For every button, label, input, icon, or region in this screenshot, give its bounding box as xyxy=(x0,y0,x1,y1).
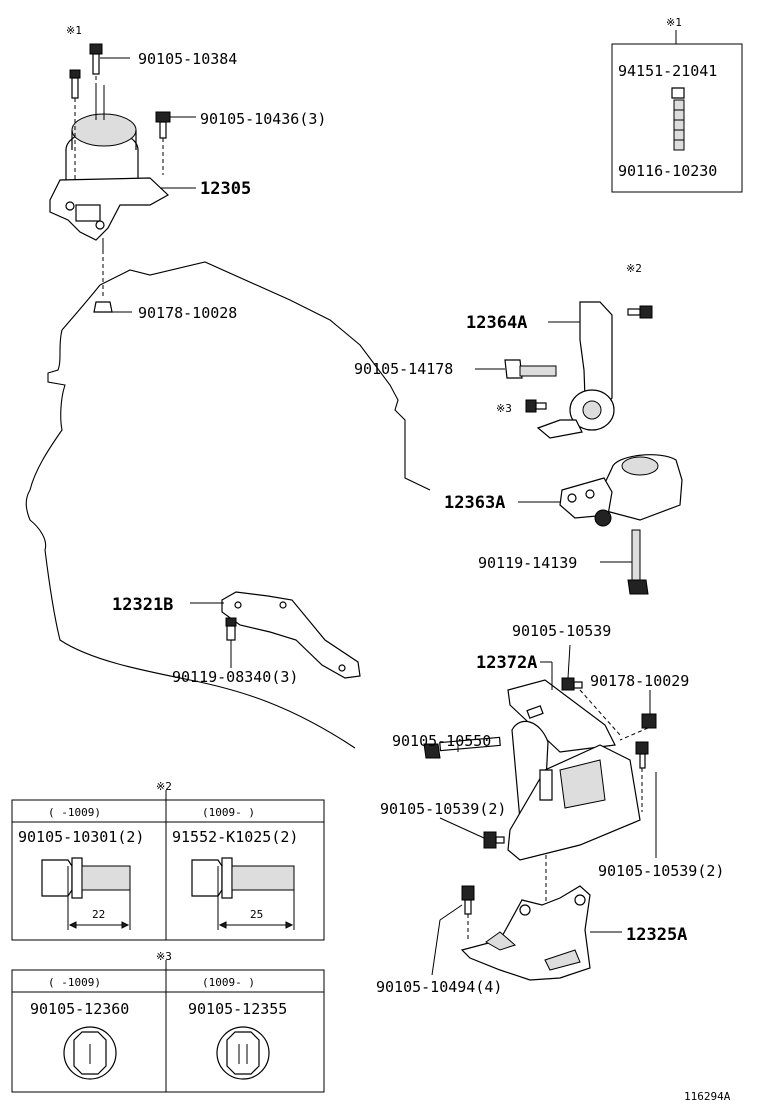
table-m3 xyxy=(11,960,325,1093)
label-90105-10539-top: 90105-10539 xyxy=(512,622,611,640)
mount-12305-illustration xyxy=(49,85,170,250)
label-90105-10539-2b: 90105-10539(2) xyxy=(598,862,724,880)
bracket-12325A-illustration xyxy=(460,885,622,981)
label-90105-10384: 90105-10384 xyxy=(138,50,237,68)
label-90178-10029: 90178-10029 xyxy=(590,672,689,690)
table2-col2-dim: 25 xyxy=(250,908,263,921)
mark-m2-right: ※2 xyxy=(626,262,642,275)
mark-m1-top: ※1 xyxy=(66,24,82,37)
label-12325A: 12325A xyxy=(626,925,687,945)
label-90105-10436: 90105-10436(3) xyxy=(200,110,326,128)
bolt-90105-10436 xyxy=(155,111,196,175)
bolt-90105-10550 xyxy=(423,736,501,759)
table-m2 xyxy=(11,790,325,941)
table2-col2-part: 91552-K1025(2) xyxy=(172,828,298,846)
bolt-small-m3 xyxy=(525,399,547,413)
bolt-90105-10539-lower xyxy=(439,817,505,849)
label-90105-10539-2a: 90105-10539(2) xyxy=(380,800,506,818)
label-90105-10494: 90105-10494(4) xyxy=(376,978,502,996)
table2-col1-part: 90105-10301(2) xyxy=(18,828,144,846)
table3-col1-header: ( -1009) xyxy=(48,976,101,989)
label-12321B: 12321B xyxy=(112,595,173,615)
nut-90178-10029 xyxy=(619,690,657,741)
bracket-12321B-illustration xyxy=(190,591,361,679)
label-90119-14139: 90119-14139 xyxy=(478,554,577,572)
engine-outline xyxy=(25,261,431,749)
label-90105-14178: 90105-14178 xyxy=(354,360,453,378)
label-12364A: 12364A xyxy=(466,313,527,333)
mark-m3-table: ※3 xyxy=(156,950,172,963)
label-12305: 12305 xyxy=(200,179,251,199)
label-90119-08340: 90119-08340(3) xyxy=(172,668,298,686)
label-90105-10550: 90105-10550 xyxy=(392,732,491,750)
label-94151-21041: 94151-21041 xyxy=(618,62,717,80)
diagram-id: 116294A xyxy=(684,1090,731,1103)
mark-m3-right: ※3 xyxy=(496,402,512,415)
mount-12364A-illustration xyxy=(536,301,615,439)
mount-12372A-illustration xyxy=(507,661,641,861)
nut-90178-10028 xyxy=(93,250,132,313)
table3-col2-header: (1009- ) xyxy=(202,976,255,989)
bolt-90105-10539-right xyxy=(635,741,657,858)
bolt-90105-10539-top xyxy=(561,644,621,736)
label-12372A: 12372A xyxy=(476,653,537,673)
mount-12363A-illustration xyxy=(518,454,683,527)
label-12363A: 12363A xyxy=(444,493,505,513)
bolt-small-m2 xyxy=(627,305,653,319)
mark-m1-box: ※1 xyxy=(666,16,682,29)
bolt-90105-10494 xyxy=(431,885,475,976)
table3-col2-part: 90105-12355 xyxy=(188,1000,287,1018)
table2-col1-header: ( -1009) xyxy=(48,806,101,819)
label-90178-10028: 90178-10028 xyxy=(138,304,237,322)
mark-m2-table: ※2 xyxy=(156,780,172,793)
bolt-90105-14178 xyxy=(475,359,557,379)
bolt-90105-10384 xyxy=(69,43,130,180)
bolt-90119-14139 xyxy=(600,529,649,595)
table2-col1-dim: 22 xyxy=(92,908,105,921)
table2-col2-header: (1009- ) xyxy=(202,806,255,819)
label-90116-10230: 90116-10230 xyxy=(618,162,717,180)
table3-col1-part: 90105-12360 xyxy=(30,1000,129,1018)
kit-box-1 xyxy=(611,30,743,193)
